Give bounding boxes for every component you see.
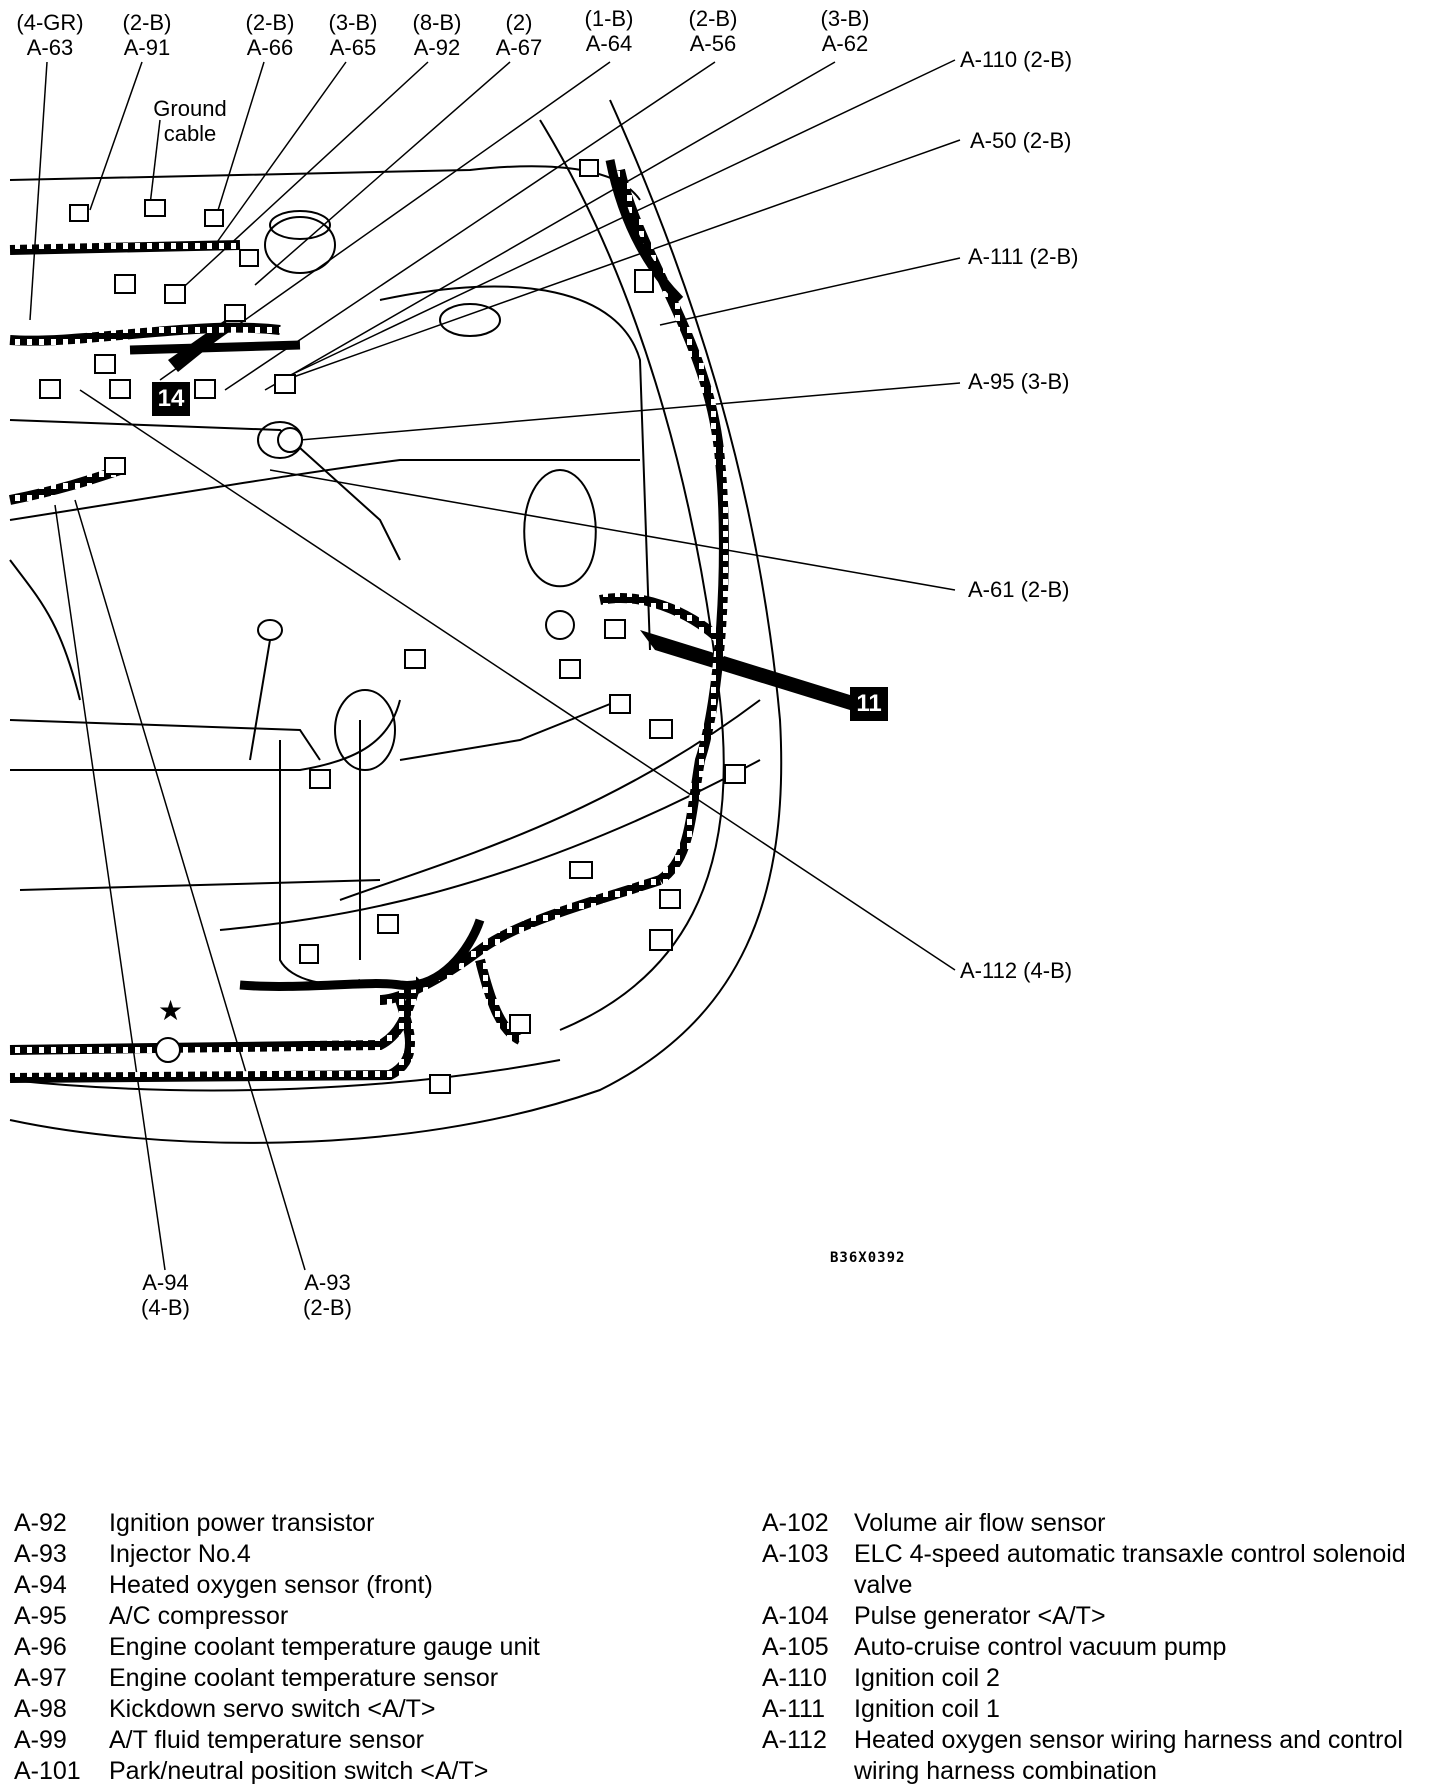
star-icon: ★ — [158, 995, 184, 1026]
engine-block-outline — [9, 459, 640, 521]
label-a112: A-112 (4-B) — [960, 958, 1073, 983]
legend-description: Ignition power transistor — [109, 1509, 375, 1537]
legend-row: A-112 Heated oxygen sensor wiring harness… — [762, 1725, 1452, 1787]
legend-description: Ignition coil 2 — [854, 1664, 1000, 1692]
label-a56: (2-B)A-56 — [688, 6, 738, 56]
marker-14: 14 — [152, 382, 190, 416]
label-a62: (3-B)A-62 — [820, 6, 870, 56]
figure-code: B36X0392 — [830, 1250, 906, 1266]
legend-row: A-103 ELC 4-speed automatic transaxle con… — [762, 1539, 1452, 1601]
legend-code: A-95 — [14, 1602, 67, 1630]
legend-code: A-93 — [14, 1540, 67, 1568]
legend-row: A-97 Engine coolant temperature sensor — [14, 1663, 614, 1694]
legend-description: A/T fluid temperature sensor — [109, 1726, 424, 1754]
legend-code: A-112 — [762, 1726, 827, 1754]
legend-row: A-110 Ignition coil 2 — [762, 1663, 1452, 1694]
legend-description: Pulse generator <A/T> — [854, 1602, 1106, 1630]
label-a65: (3-B)A-65 — [328, 10, 378, 60]
label-a66: (2-B)A-66 — [245, 10, 295, 60]
legend-row: A-95 A/C compressor — [14, 1601, 614, 1632]
label-a111: A-111 (2-B) — [968, 244, 1079, 269]
legend-row: A-92 Ignition power transistor — [14, 1508, 614, 1539]
legend-row: A-104 Pulse generator <A/T> — [762, 1601, 1452, 1632]
harness-mid-band — [9, 322, 281, 346]
legend-code: A-101 — [14, 1757, 81, 1785]
label-a61: A-61 (2-B) — [968, 577, 1070, 602]
harness-lower-curve — [379, 875, 662, 1005]
legend-code: A-110 — [762, 1664, 827, 1692]
label-a67: (2)A-67 — [495, 10, 543, 60]
legend-description: Kickdown servo switch <A/T> — [109, 1695, 436, 1723]
label-a95: A-95 (3-B) — [968, 369, 1070, 394]
coolant-reservoir — [523, 468, 597, 588]
label-a94: A-94(4-B) — [141, 1270, 190, 1320]
legend-code: A-102 — [762, 1509, 829, 1537]
legend-description: Ignition coil 1 — [854, 1695, 1000, 1723]
label-a64: (1-B)A-64 — [584, 6, 634, 56]
legend-code: A-92 — [14, 1509, 67, 1537]
legend-code: A-99 — [14, 1726, 67, 1754]
marker-11: 11 — [850, 687, 888, 721]
legend-code: A-111 — [762, 1695, 826, 1723]
label-a63: (4-GR)A-63 — [16, 10, 84, 60]
legend-code: A-104 — [762, 1602, 829, 1630]
legend-description: Volume air flow sensor — [854, 1509, 1106, 1537]
legend-row: A-98 Kickdown servo switch <A/T> — [14, 1694, 614, 1725]
legend-code: A-94 — [14, 1571, 67, 1599]
label-a50: A-50 (2-B) — [970, 128, 1072, 153]
label-a93: A-93(2-B) — [303, 1270, 352, 1320]
legend-row: A-105 Auto-cruise control vacuum pump — [762, 1632, 1452, 1663]
body-outline-right — [9, 99, 783, 1144]
label-a91: (2-B)A-91 — [122, 10, 172, 60]
legend-description: Auto-cruise control vacuum pump — [854, 1633, 1227, 1661]
legend-description: Injector No.4 — [109, 1540, 251, 1568]
legend-row: A-94 Heated oxygen sensor (front) — [14, 1570, 614, 1601]
engine-top-outline — [9, 165, 641, 201]
legend-description: Heated oxygen sensor (front) — [109, 1571, 433, 1599]
harness-bottom-band-2 — [9, 998, 415, 1083]
harness-bottom-band-1 — [9, 976, 425, 1055]
legend-description: A/C compressor — [109, 1602, 289, 1630]
legend-description: Heated oxygen sensor wiring harness and … — [854, 1726, 1403, 1785]
legend-code: A-105 — [762, 1633, 829, 1661]
legend-description: ELC 4-speed automatic transaxle control … — [854, 1540, 1406, 1599]
legend-code: A-98 — [14, 1695, 67, 1723]
label-a92: (8-B)A-92 — [412, 10, 462, 60]
legend-description: Engine coolant temperature sensor — [109, 1664, 499, 1692]
legend-row: A-102 Volume air flow sensor — [762, 1508, 1452, 1539]
legend-code: A-96 — [14, 1633, 67, 1661]
legend-row: A-93 Injector No.4 — [14, 1539, 614, 1570]
legend-code: A-97 — [14, 1664, 67, 1692]
legend-description: Engine coolant temperature gauge unit — [109, 1633, 540, 1661]
legend-row: A-96 Engine coolant temperature gauge uni… — [14, 1632, 614, 1663]
label-a110: A-110 (2-B) — [960, 47, 1073, 72]
legend-code: A-103 — [762, 1540, 829, 1568]
harness-top-band — [9, 240, 241, 255]
legend-row: A-99 A/T fluid temperature sensor — [14, 1725, 614, 1756]
legend-row: A-111 Ignition coil 1 — [762, 1694, 1452, 1725]
legend-row: A-101 Park/neutral position switch <A/T> — [14, 1756, 614, 1787]
legend-description: Park/neutral position switch <A/T> — [109, 1757, 489, 1785]
